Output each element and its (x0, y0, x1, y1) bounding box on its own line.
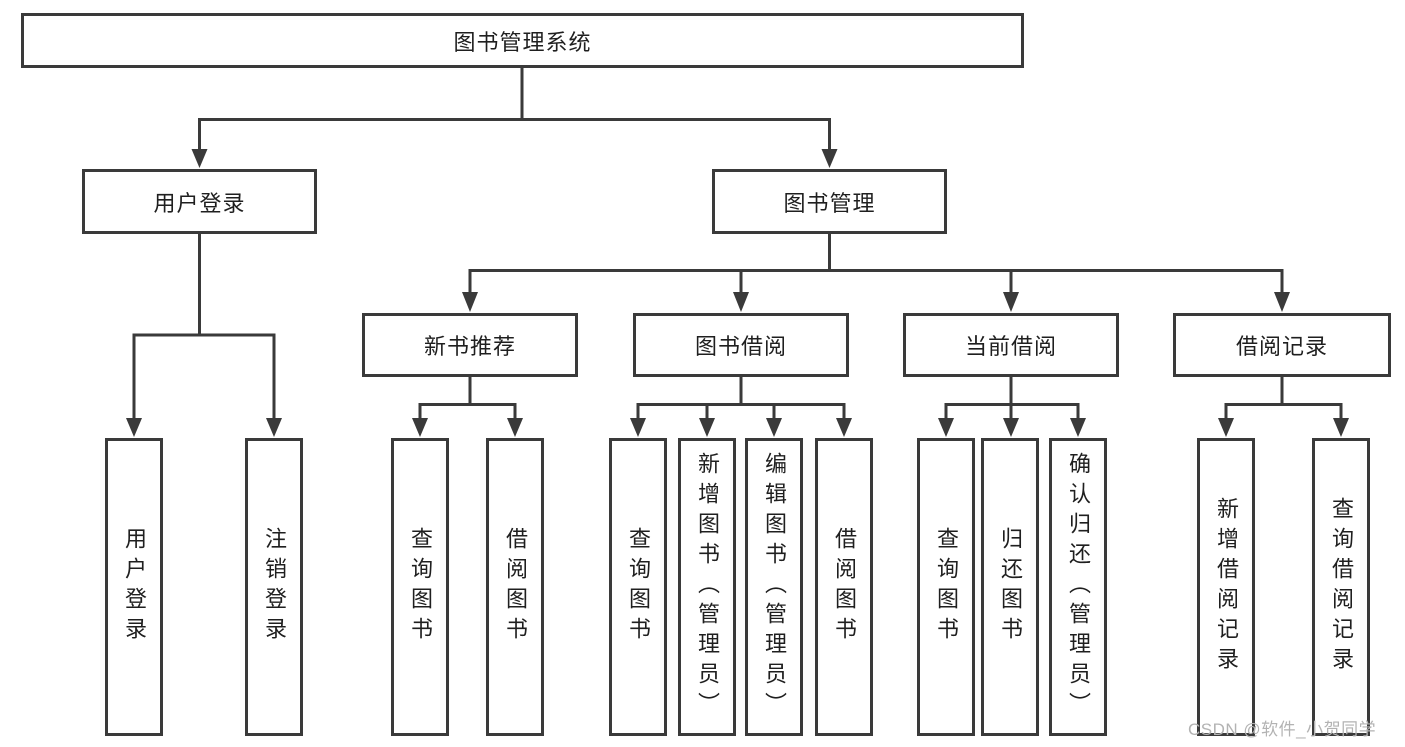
arrow-down-icon (266, 418, 282, 437)
leaf-logout: 注销登录 (245, 438, 303, 736)
leaf-current-confirm-return: 确认归还（管理员） (1049, 438, 1107, 736)
arrow-down-icon (733, 292, 749, 312)
connector-book-borrow-split (636, 377, 846, 419)
leaf-borrowing-add-books-label: 新增图书（管理员） (695, 452, 720, 722)
arrow-down-icon (1003, 292, 1019, 312)
connector-root-bar (198, 118, 831, 150)
leaf-borrowing-query-books: 查询图书 (609, 438, 667, 736)
leaf-current-query-books-label: 查询图书 (934, 527, 959, 647)
leaf-recommend-borrow-books-label: 借阅图书 (503, 527, 528, 647)
leaf-user-login-label: 用户登录 (122, 527, 147, 647)
arrow-down-icon (938, 418, 954, 437)
arrow-down-icon (1333, 418, 1349, 437)
arrow-down-icon (507, 418, 523, 437)
arrow-down-icon (462, 292, 478, 312)
arrow-down-icon (1003, 418, 1019, 437)
connector-borrow-records-split (1224, 377, 1343, 419)
arrow-down-icon (1274, 292, 1290, 312)
leaf-borrowing-query-books-label: 查询图书 (626, 527, 651, 647)
node-new-book-recommend-label: 新书推荐 (423, 334, 516, 359)
node-current-borrowing: 当前借阅 (903, 313, 1119, 377)
node-root-label: 图书管理系统 (453, 29, 592, 55)
node-book-borrowing-label: 图书借阅 (694, 334, 787, 359)
arrow-down-icon (1070, 418, 1086, 437)
leaf-records-add-record-label: 新增借阅记录 (1214, 497, 1239, 677)
node-user-login-label: 用户登录 (153, 190, 246, 216)
node-book-management-label: 图书管理 (783, 190, 876, 216)
node-book-management: 图书管理 (712, 169, 947, 234)
leaf-current-confirm-return-label: 确认归还（管理员） (1066, 452, 1091, 722)
node-new-book-recommend: 新书推荐 (362, 313, 578, 377)
arrow-down-icon (699, 418, 715, 437)
leaf-records-query-record-label: 查询借阅记录 (1329, 497, 1354, 677)
leaf-recommend-borrow-books: 借阅图书 (486, 438, 544, 736)
node-user-login: 用户登录 (82, 169, 317, 234)
leaf-borrowing-add-books: 新增图书（管理员） (678, 438, 736, 736)
leaf-recommend-query-books-label: 查询图书 (408, 527, 433, 647)
node-root: 图书管理系统 (21, 13, 1024, 68)
connector-new-book-split (418, 377, 517, 419)
arrow-down-icon (412, 418, 428, 437)
leaf-current-return-books-label: 归还图书 (998, 527, 1023, 647)
leaf-borrowing-borrow-books-label: 借阅图书 (832, 527, 857, 647)
leaf-current-query-books: 查询图书 (917, 438, 975, 736)
leaf-records-query-record: 查询借阅记录 (1312, 438, 1370, 736)
arrow-down-icon (191, 149, 208, 168)
leaf-current-return-books: 归还图书 (981, 438, 1039, 736)
leaf-borrowing-borrow-books: 借阅图书 (815, 438, 873, 736)
node-borrowing-records: 借阅记录 (1173, 313, 1391, 377)
leaf-recommend-query-books: 查询图书 (391, 438, 449, 736)
arrow-down-icon (1218, 418, 1234, 437)
connector-current-borrow-split (944, 377, 1080, 419)
connector-user-login-split (132, 234, 276, 419)
leaf-records-add-record: 新增借阅记录 (1197, 438, 1255, 736)
leaf-user-login: 用户登录 (105, 438, 163, 736)
connector-book-management-bar (468, 234, 1284, 293)
arrow-down-icon (126, 418, 142, 437)
leaf-logout-label: 注销登录 (262, 527, 287, 647)
node-book-borrowing: 图书借阅 (633, 313, 849, 377)
leaf-borrowing-edit-books: 编辑图书（管理员） (745, 438, 803, 736)
leaf-borrowing-edit-books-label: 编辑图书（管理员） (762, 452, 787, 722)
csdn-watermark: CSDN @软件_小贺同学 (1188, 720, 1377, 739)
arrow-down-icon (766, 418, 782, 437)
node-current-borrowing-label: 当前借阅 (964, 334, 1057, 359)
arrow-down-icon (836, 418, 852, 437)
arrow-down-icon (821, 149, 838, 168)
arrow-down-icon (630, 418, 646, 437)
node-borrowing-records-label: 借阅记录 (1235, 334, 1328, 359)
